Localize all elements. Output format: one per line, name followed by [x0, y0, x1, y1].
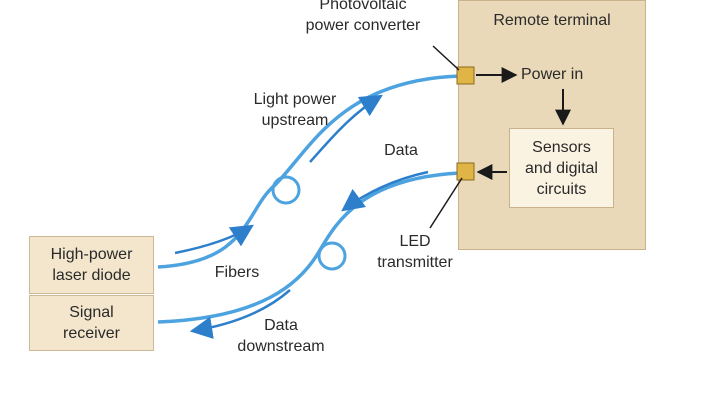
sensors-line-2: and digital [525, 159, 598, 177]
laser-out-arrow [174, 224, 254, 255]
light-power-label: Light power upstream [232, 89, 358, 131]
receiver-line-2: receiver [63, 325, 120, 342]
led-line-1: LED [399, 233, 431, 250]
data-downstream-line-1: Data [264, 317, 298, 334]
remote-terminal-box [458, 0, 646, 250]
laser-line-2: laser diode [52, 267, 131, 284]
power-in-label: Power in [521, 66, 584, 83]
data-label-top: Data [384, 142, 418, 159]
photovoltaic-line-1: Photovoltaic [319, 0, 407, 13]
light-power-arrow [309, 94, 383, 163]
signal-receiver-box: Signal receiver [29, 295, 154, 351]
photovoltaic-leader [432, 45, 460, 71]
light-power-line-2: upstream [261, 112, 329, 129]
upper-fiber-loop [271, 175, 301, 205]
led-connector [456, 162, 475, 181]
photovoltaic-line-2: power converter [305, 17, 421, 34]
fibers-label: Fibers [214, 264, 260, 281]
photovoltaic-label: Photovoltaic power converter [278, 0, 448, 36]
light-power-line-1: Light power [253, 91, 337, 108]
data-downstream-arrow [189, 289, 291, 339]
data-downstream-label: Data downstream [216, 315, 346, 357]
photovoltaic-connector [456, 66, 475, 85]
laser-line-1: High-power [50, 246, 133, 263]
data-arrow-top [341, 170, 429, 212]
led-label: LED transmitter [360, 231, 470, 273]
led-line-2: transmitter [377, 254, 453, 271]
sensors-line-3: circuits [536, 180, 587, 198]
lower-fiber-loop [317, 241, 347, 271]
remote-terminal-title: Remote terminal [493, 12, 611, 29]
led-leader [429, 177, 463, 229]
data-downstream-line-2: downstream [237, 338, 325, 355]
sensors-line-1: Sensors [532, 138, 591, 156]
sensors-box: Sensors and digital circuits [509, 128, 614, 208]
laser-diode-box: High-power laser diode [29, 236, 154, 294]
receiver-line-1: Signal [69, 304, 114, 321]
